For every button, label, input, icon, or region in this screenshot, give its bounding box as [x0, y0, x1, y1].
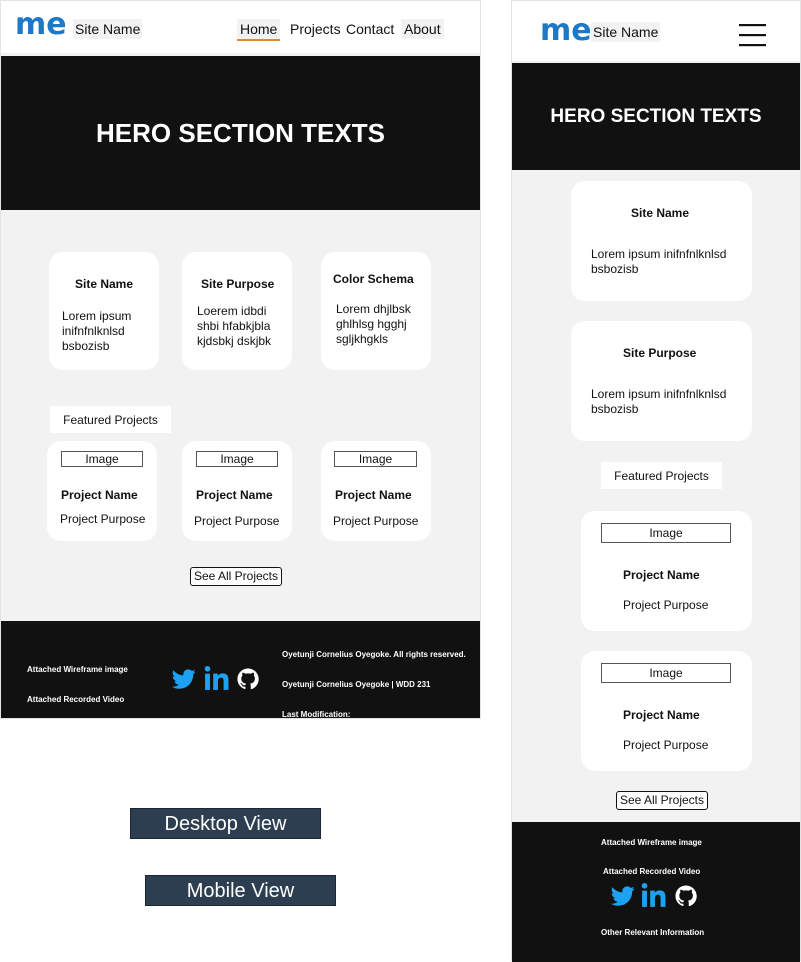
- hero-section: HERO SECTION TEXTS: [1, 56, 480, 210]
- project-card[interactable]: Image Project Name Project Purpose: [47, 441, 157, 541]
- footer-last-modified: Last Modification:: [282, 710, 351, 719]
- nav-projects[interactable]: Projects: [290, 21, 341, 37]
- project-card[interactable]: Image Project Name Project Purpose: [182, 441, 292, 541]
- hero-text: HERO SECTION TEXTS: [550, 105, 762, 127]
- logo[interactable]: me: [540, 13, 592, 48]
- desktop-header: me Site Name Home Projects Contact About: [1, 1, 480, 53]
- project-purpose: Project Purpose: [623, 598, 709, 612]
- nav-about[interactable]: About: [401, 19, 444, 39]
- info-card-color-schema: Color Schema Lorem dhjlbsk ghlhlsg hgghj…: [321, 252, 431, 370]
- info-line: Lorem ipsum: [62, 309, 132, 323]
- project-name: Project Name: [623, 568, 700, 582]
- info-line: bsbozisb: [591, 262, 639, 276]
- twitter-icon[interactable]: [610, 884, 636, 908]
- info-card-site-name: Site Name Lorem ipsum inifnfnlknlsd bsbo…: [49, 252, 159, 370]
- project-image: Image: [61, 451, 143, 467]
- footer-course: Oyetunji Cornelius Oyegoke | WDD 231: [282, 680, 431, 689]
- info-card-text: Loerem idbdi shbi hfabkjbla kjdsbkj dskj…: [197, 304, 271, 349]
- info-line: bsbozisb: [591, 402, 639, 416]
- mobile-wireframe: me Site Name HERO SECTION TEXTS Site Nam…: [511, 0, 801, 962]
- info-line: inifnfnlknlsd: [62, 324, 125, 338]
- hero-text: HERO SECTION TEXTS: [96, 117, 385, 148]
- info-card-site-purpose: Site Purpose Lorem ipsum inifnfnlknlsd b…: [571, 321, 752, 441]
- desktop-footer: Attached Wireframe image Attached Record…: [1, 621, 480, 719]
- project-card[interactable]: Image Project Name Project Purpose: [581, 651, 752, 771]
- github-icon[interactable]: [237, 668, 259, 690]
- footer-copyright: Oyetunji Cornelius Oyegoke. All rights r…: [282, 650, 466, 659]
- project-image: Image: [334, 451, 417, 467]
- info-card-site-purpose: Site Purpose Loerem idbdi shbi hfabkjbla…: [182, 252, 292, 370]
- info-card-title: Site Name: [75, 277, 134, 291]
- mobile-footer: Attached Wireframe image Attached Record…: [512, 822, 800, 962]
- see-all-projects-button[interactable]: See All Projects: [190, 567, 282, 586]
- project-name: Project Name: [196, 488, 273, 502]
- project-card[interactable]: Image Project Name Project Purpose: [581, 511, 752, 631]
- desktop-view-button[interactable]: Desktop View: [130, 808, 321, 839]
- footer-link[interactable]: Attached Wireframe image: [27, 665, 128, 674]
- info-card-title: Site Purpose: [201, 277, 275, 291]
- nav-home[interactable]: Home: [237, 19, 281, 41]
- desktop-wireframe: me Site Name Home Projects Contact About…: [0, 0, 481, 719]
- footer-link[interactable]: Attached Wireframe image: [601, 838, 702, 847]
- info-card-title: Site Name: [631, 206, 690, 220]
- info-card-text: Lorem ipsum inifnfnlknlsd bsbozisb: [62, 309, 131, 354]
- info-line: sgljkhgkls: [336, 332, 389, 346]
- site-name[interactable]: Site Name: [73, 19, 143, 39]
- info-line: Lorem ipsum inifnfnlknlsd: [591, 247, 727, 261]
- logo-me-icon: me: [540, 13, 592, 48]
- info-card-text: Lorem ipsum inifnfnlknlsd bsbozisb: [591, 387, 726, 417]
- see-all-projects-button[interactable]: See All Projects: [616, 791, 708, 810]
- mobile-header: me Site Name: [512, 1, 800, 61]
- project-image: Image: [196, 451, 278, 467]
- info-line: kjdsbkj dskjbk: [197, 334, 272, 348]
- logo-me-icon: me: [15, 7, 67, 42]
- project-purpose: Project Purpose: [60, 512, 146, 526]
- github-icon[interactable]: [675, 885, 697, 907]
- footer-link[interactable]: Attached Recorded Video: [27, 695, 125, 704]
- project-card[interactable]: Image Project Name Project Purpose: [321, 441, 431, 541]
- info-card-title: Color Schema: [333, 272, 414, 286]
- footer-other-info[interactable]: Other Relevant Information: [601, 928, 705, 937]
- project-name: Project Name: [61, 488, 138, 502]
- info-card-text: Lorem dhjlbsk ghlhlsg hgghj sgljkhgkls: [336, 302, 411, 347]
- site-name[interactable]: Site Name: [591, 22, 661, 42]
- info-card-site-name: Site Name Lorem ipsum inifnfnlknlsd bsbo…: [571, 181, 752, 301]
- project-purpose: Project Purpose: [623, 738, 709, 752]
- info-line: Lorem ipsum inifnfnlknlsd: [591, 387, 727, 401]
- svg-text:me: me: [540, 17, 590, 43]
- info-line: Lorem dhjlbsk: [336, 302, 411, 316]
- featured-projects-label: Featured Projects: [50, 406, 171, 433]
- info-line: bsbozisb: [62, 339, 110, 353]
- project-purpose: Project Purpose: [333, 514, 419, 528]
- nav-contact[interactable]: Contact: [346, 21, 395, 37]
- mobile-view-button[interactable]: Mobile View: [145, 875, 336, 906]
- twitter-icon[interactable]: [171, 667, 197, 691]
- featured-projects-label: Featured Projects: [601, 462, 722, 489]
- project-image: Image: [601, 663, 731, 683]
- info-line: shbi hfabkjbla: [197, 319, 271, 333]
- project-image: Image: [601, 523, 731, 543]
- project-name: Project Name: [335, 488, 412, 502]
- info-line: ghlhlsg hgghj: [336, 317, 407, 331]
- project-purpose: Project Purpose: [194, 514, 280, 528]
- info-card-title: Site Purpose: [623, 346, 697, 360]
- hamburger-menu-icon[interactable]: [739, 23, 767, 47]
- linkedin-icon[interactable]: [204, 665, 230, 691]
- hero-section: HERO SECTION TEXTS: [512, 63, 800, 170]
- info-card-text: Lorem ipsum inifnfnlknlsd bsbozisb: [591, 247, 726, 277]
- logo[interactable]: me: [15, 7, 67, 42]
- linkedin-icon[interactable]: [641, 882, 667, 908]
- footer-link[interactable]: Attached Recorded Video: [603, 867, 701, 876]
- info-line: Loerem idbdi: [197, 304, 267, 318]
- project-name: Project Name: [623, 708, 700, 722]
- svg-text:me: me: [15, 11, 65, 37]
